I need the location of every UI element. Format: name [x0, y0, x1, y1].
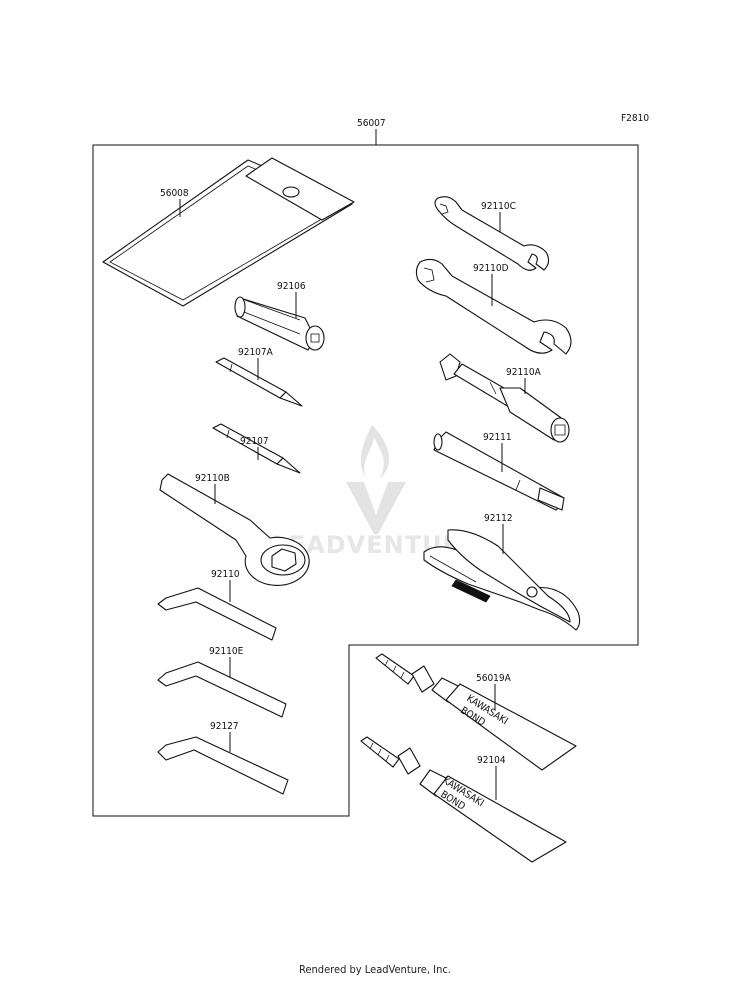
label-92107a: 92107A	[238, 347, 274, 358]
kit-boundary	[92, 144, 639, 817]
label-92110d: 92110D	[473, 263, 509, 274]
pliers-92112-drawing	[423, 529, 581, 631]
open-wrench-92110d-drawing	[415, 258, 572, 355]
label-56007: 56007	[357, 118, 386, 129]
label-56008: 56008	[160, 188, 189, 199]
label-56019a: 56019A	[476, 673, 512, 684]
label-92112: 92112	[484, 513, 513, 524]
bond-tube-56019a-drawing: KAWASAKI BOND	[375, 653, 577, 771]
label-92110c: 92110C	[481, 201, 516, 212]
handle-92106-drawing	[234, 296, 325, 351]
box-wrench-92110a-drawing	[439, 353, 570, 443]
bit-92107a-drawing	[215, 357, 303, 407]
extension-92111-drawing	[433, 431, 565, 511]
label-92111: 92111	[483, 432, 512, 443]
label-92110b: 92110B	[195, 473, 230, 484]
label-92106: 92106	[277, 281, 306, 292]
label-92110: 92110	[211, 569, 240, 580]
hex-key-92127-drawing	[157, 736, 289, 795]
tool-pouch-drawing	[102, 157, 355, 307]
label-92127: 92127	[210, 721, 239, 732]
label-92107: 92107	[240, 436, 269, 447]
open-wrench-92110c-drawing	[434, 196, 550, 271]
bond-tube-92104-drawing: KAWASAKI BOND	[360, 736, 567, 863]
bit-92107-drawing	[212, 423, 301, 474]
hex-key-92110-drawing	[157, 587, 277, 641]
figure-code: F2810	[621, 113, 649, 124]
label-92104: 92104	[477, 755, 506, 766]
footer-credit: Rendered by LeadVenture, Inc.	[299, 963, 451, 976]
ring-wrench-92110b-drawing	[159, 473, 310, 586]
label-92110a: 92110A	[506, 367, 542, 378]
hex-key-92110e-drawing	[157, 661, 287, 718]
label-92110e: 92110E	[209, 646, 244, 657]
